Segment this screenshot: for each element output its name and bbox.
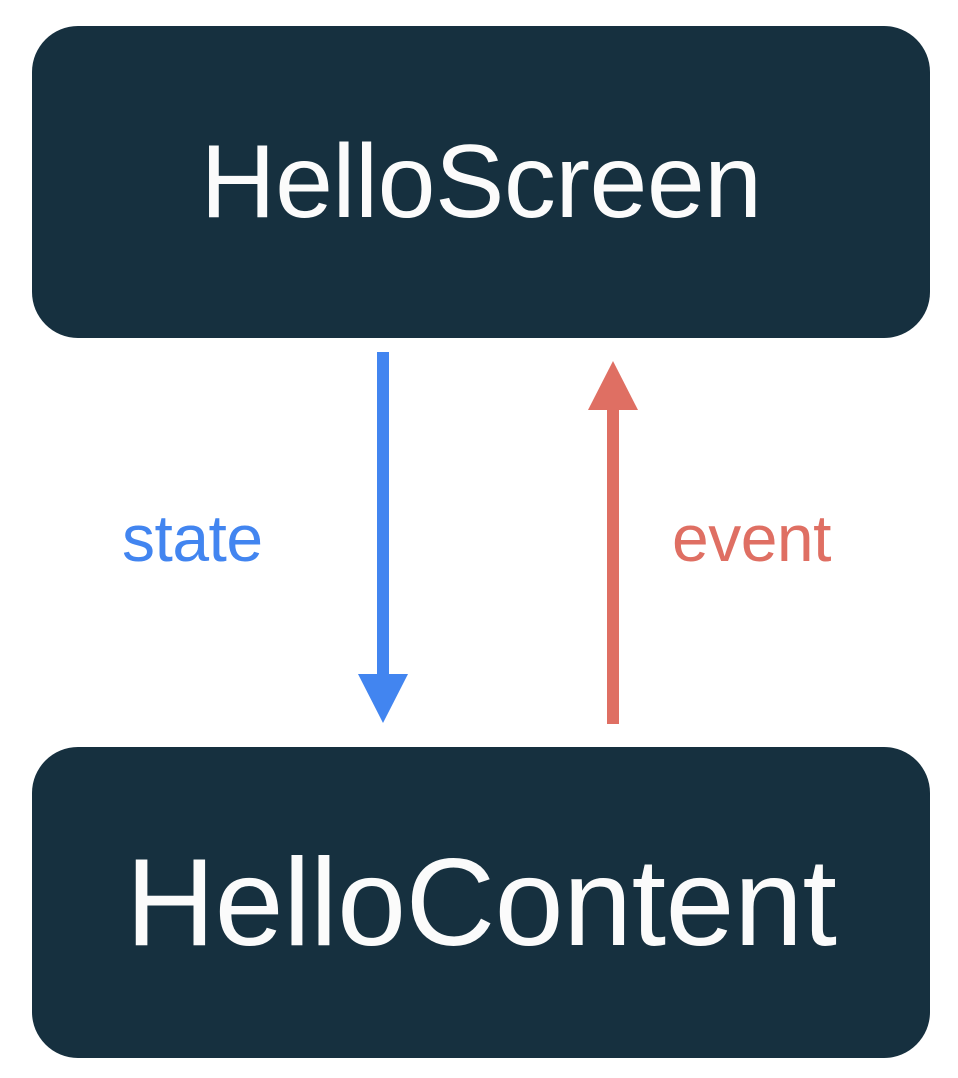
node-hello-screen[interactable]: HelloScreen	[32, 26, 930, 338]
node-hello-content[interactable]: HelloContent	[32, 747, 930, 1058]
down-arrow-icon	[358, 352, 408, 723]
edge-label-state: state	[122, 501, 263, 575]
node-hello-content-label: HelloContent	[125, 833, 837, 972]
up-arrow-icon	[588, 361, 638, 724]
edge-label-event: event	[672, 501, 831, 575]
node-hello-screen-label: HelloScreen	[200, 124, 762, 240]
